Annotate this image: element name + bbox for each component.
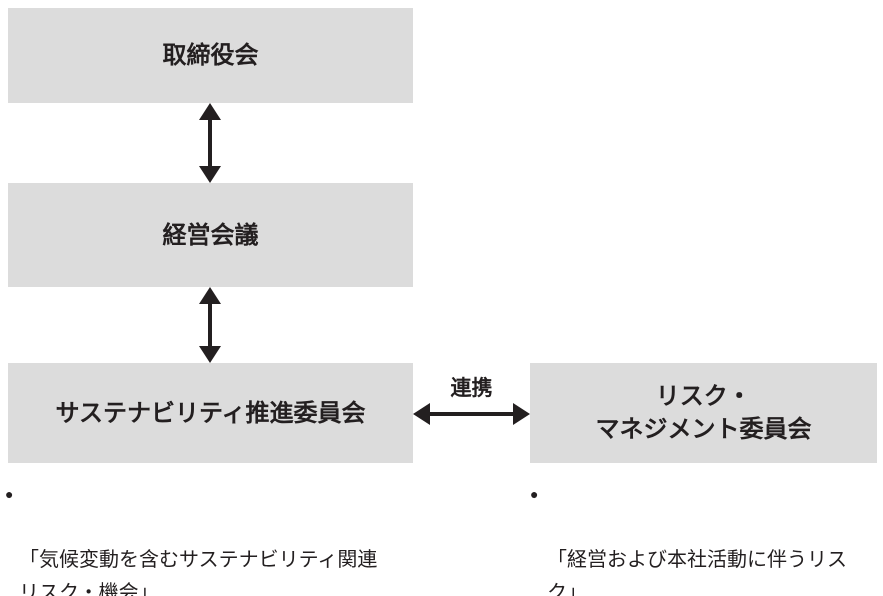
bullet-icon: ● bbox=[530, 486, 539, 502]
bidirectional-arrow-vertical-icon bbox=[199, 287, 221, 363]
bullet-icon: ● bbox=[5, 486, 14, 502]
risk-note-text: 「経営および本社活動に伴うリスク」 「プロフィット活動に伴うリスク」 「事業継続… bbox=[547, 549, 847, 596]
risk-note: ● 「経営および本社活動に伴うリスク」 「プロフィット活動に伴うリスク」 「事業… bbox=[530, 478, 883, 596]
bidirectional-arrow-vertical-icon bbox=[199, 103, 221, 183]
collaboration-label: 連携 bbox=[450, 377, 493, 400]
sustainability-promotion-committee-box: サステナビリティ推進委員会 bbox=[8, 363, 413, 463]
board-of-directors-box: 取締役会 bbox=[8, 8, 413, 103]
risk-management-committee-box: リスク・ マネジメント委員会 bbox=[530, 363, 877, 463]
management-council-box: 経営会議 bbox=[8, 183, 413, 287]
sustainability-note-text: 「気候変動を含むサステナビリティ関連 リスク・機会」 bbox=[19, 549, 378, 596]
sustainability-note: ● 「気候変動を含むサステナビリティ関連 リスク・機会」 bbox=[5, 478, 435, 596]
bidirectional-arrow-horizontal-icon bbox=[413, 403, 530, 425]
